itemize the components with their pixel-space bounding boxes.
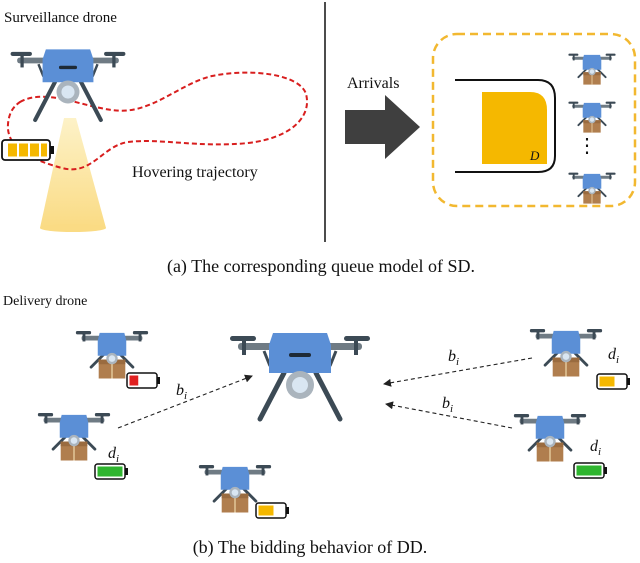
battery-half-icon [255, 502, 289, 519]
arrivals-arrow [345, 95, 420, 159]
distance-label: di [590, 438, 601, 458]
delivery-drone-title: Delivery drone [3, 294, 87, 309]
delivery-drone-icon [529, 329, 603, 377]
surveillance-drone-icon [10, 49, 126, 122]
delivery-drone-icon [198, 465, 272, 513]
queued-delivery-drone-icon [568, 101, 616, 133]
bid-arrow [385, 401, 513, 429]
bid-label: bi [442, 395, 453, 415]
distance-label: di [108, 445, 119, 465]
distance-label: di [608, 346, 619, 366]
bid-label: bi [448, 348, 459, 368]
queue-server [482, 92, 547, 164]
delivery-drone-icon [75, 331, 149, 379]
queued-delivery-drone-icon [568, 172, 616, 204]
surveillance-drone-title: Surveillance drone [4, 10, 117, 26]
caption-b: (b) The bidding behavior of DD. [193, 537, 428, 558]
delivery-drone-icon [513, 414, 587, 462]
panel-b: Delivery drone [3, 294, 630, 558]
queue-container [431, 32, 637, 208]
battery-low-icon [126, 372, 160, 389]
delivery-drone-icon [37, 413, 111, 461]
surveillance-drone-icon [230, 333, 370, 422]
panel-a: Surveillance drone Hovering tra [1, 2, 637, 277]
camera-view-cone [40, 118, 106, 228]
battery-full-icon [573, 462, 607, 479]
queue-ellipsis: ⋮ [577, 135, 597, 157]
camera-view-cone-base [40, 224, 106, 232]
queue-server-label: D [529, 148, 540, 163]
caption-a: (a) The corresponding queue model of SD. [167, 256, 475, 277]
battery-full-icon [94, 463, 128, 480]
bid-arrow [117, 374, 253, 429]
surveillance-battery-icon [1, 139, 54, 161]
queued-delivery-drone-icon [568, 53, 616, 85]
arrivals-label: Arrivals [347, 75, 399, 92]
queue-buffer [455, 79, 556, 173]
battery-half-icon [596, 373, 630, 390]
bid-label: bi [176, 382, 187, 402]
hovering-trajectory-label: Hovering trajectory [132, 164, 258, 181]
